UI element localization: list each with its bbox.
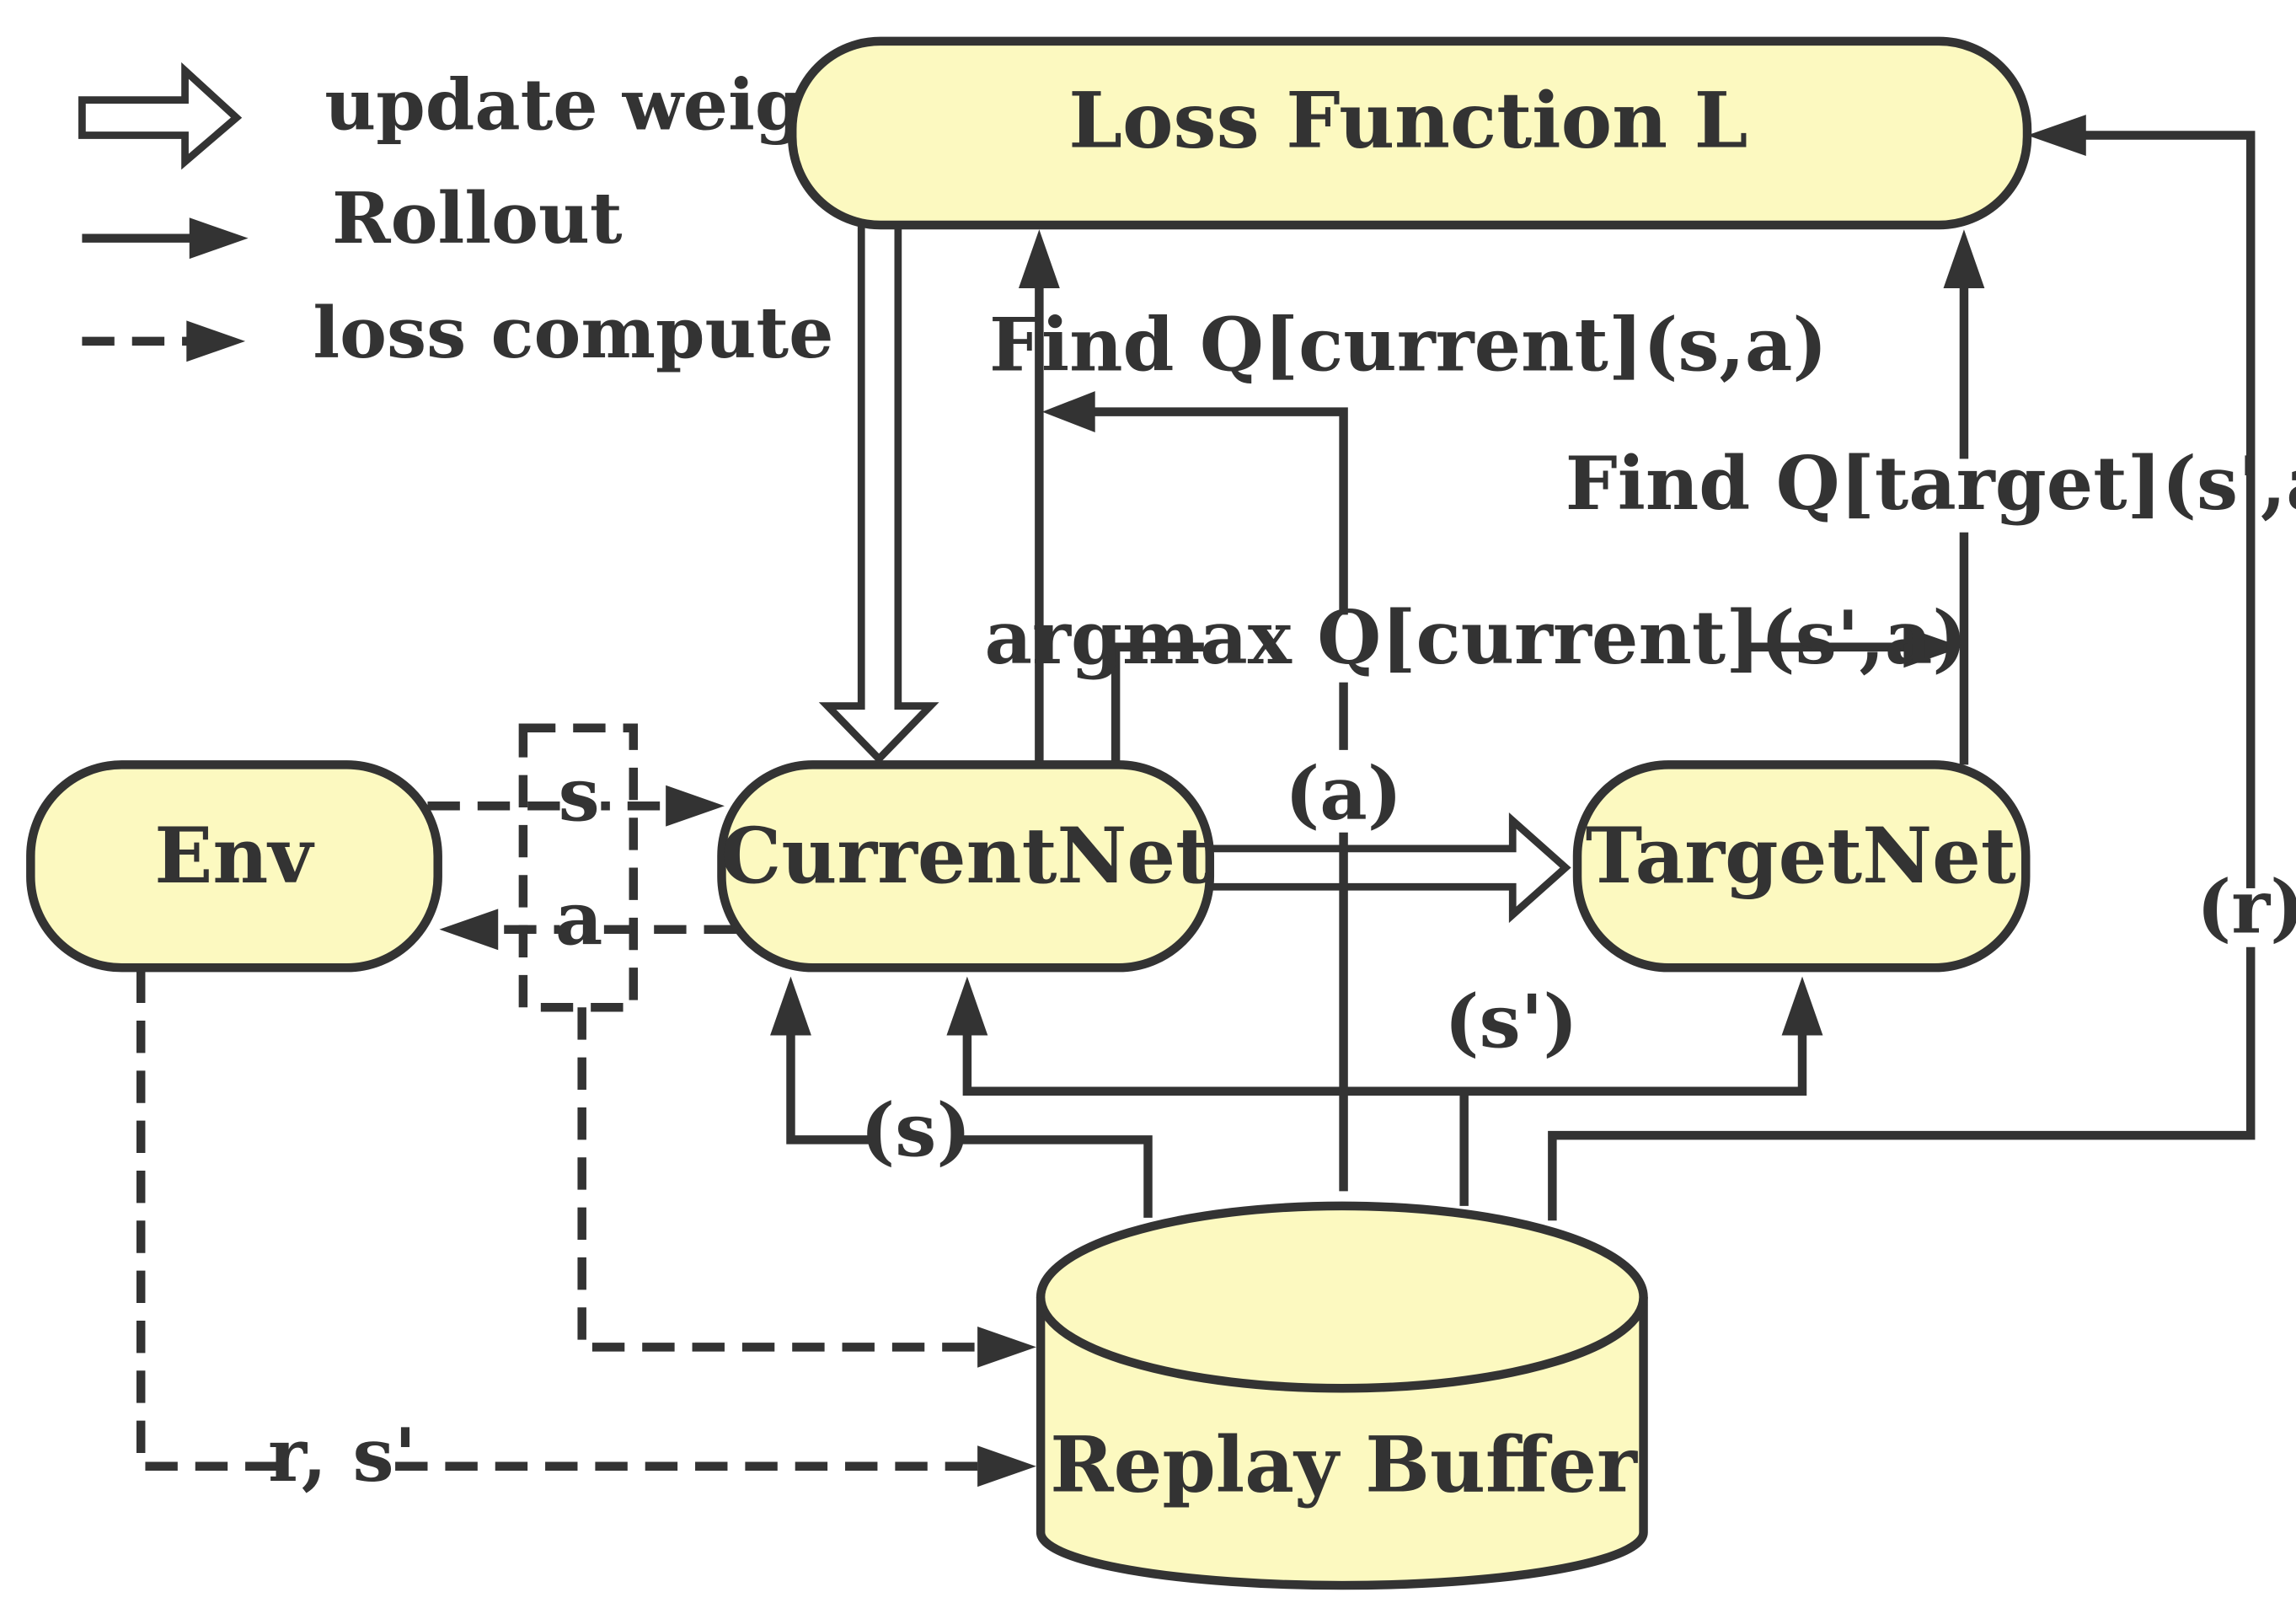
find-q-target-label: Find Q[target](s',a)	[1565, 440, 2296, 527]
find-q-current-label: Find Q[current](s,a)	[989, 302, 1828, 389]
env-to-current-state-arrowhead	[666, 785, 725, 827]
legend-update-weights-arrow	[78, 62, 243, 170]
action-edge-label: (a)	[1285, 750, 1402, 837]
argmax-arrowhead	[1903, 626, 1963, 668]
s-prime-edge-label: (s')	[1444, 978, 1577, 1064]
edge-labels: Find Q[current](s,a) Find Q[target](s',a…	[268, 302, 2296, 1498]
state-rollout-label: s	[559, 752, 600, 839]
env-to-buffer-line	[136, 970, 984, 1471]
reward-line	[1548, 131, 2256, 1221]
state-action-group-box	[518, 723, 639, 1012]
action-rollout-label: a	[555, 875, 603, 962]
legend-loss-compute-arrowhead	[186, 320, 246, 362]
state-edge-label: (s)	[860, 1087, 971, 1174]
state-arrowhead	[770, 976, 811, 1036]
s-prime-bus-line	[962, 1029, 1807, 1096]
reward-edge-label: (r)	[2197, 863, 2296, 950]
current-net-label: CurrentNet	[720, 812, 1211, 901]
target-to-loss-arrowhead	[1943, 229, 1985, 289]
find-q-current-line	[1089, 407, 1348, 750]
legend-rollout-label: Rollout	[332, 176, 623, 260]
s-prime-current-arrowhead	[946, 976, 988, 1036]
replay-buffer-label: Replay Buffer	[1050, 1420, 1638, 1509]
target-net-label: TargetNet	[1586, 812, 2016, 901]
find-q-current-arrowhead	[1041, 391, 1095, 433]
nodes: Loss Function L Env CurrentNet TargetNet…	[26, 36, 2032, 1590]
env-box	[26, 760, 442, 973]
loss-function-label: Loss Function L	[1068, 76, 1747, 165]
current-to-loss-arrowhead	[1018, 229, 1060, 289]
reward-arrowhead	[2026, 115, 2086, 156]
loss-to-current-update-arrow	[818, 219, 939, 764]
current-to-target-update-arrow	[1206, 812, 1571, 924]
env-label: Env	[154, 812, 314, 901]
r-s-prime-edge-label: r, s'	[268, 1412, 416, 1498]
replay-buffer-cylinder	[1036, 1201, 1648, 1590]
s-prime-target-arrowhead	[1781, 976, 1823, 1036]
state-line	[786, 1029, 1153, 1218]
legend-loss-compute-label: loss compute	[313, 291, 833, 374]
legend-rollout-arrowhead	[189, 217, 249, 260]
target-net-box	[1572, 760, 2031, 973]
argmax-q-current-label: argmax Q[current](s',a)	[985, 594, 1967, 681]
current-net-box	[717, 760, 1215, 973]
current-to-env-action-arrowhead	[439, 909, 499, 951]
connectors	[136, 115, 2256, 1488]
env-to-buffer-arrowhead	[977, 1445, 1036, 1488]
loss-function-box	[787, 36, 2032, 230]
group-to-buffer-arrowhead	[977, 1326, 1036, 1368]
group-to-buffer-line	[577, 1007, 984, 1352]
